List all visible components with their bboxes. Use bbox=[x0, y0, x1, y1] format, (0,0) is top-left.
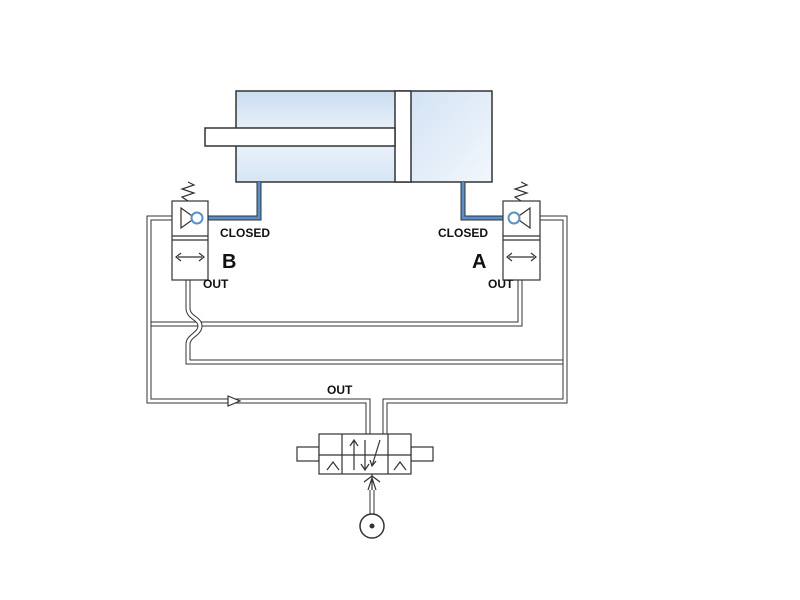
valve-b-label: B bbox=[222, 251, 236, 273]
closed-label-b: CLOSED bbox=[220, 226, 270, 240]
spring-icon bbox=[180, 181, 196, 202]
valve-a-label: A bbox=[472, 251, 486, 273]
cylinder-port-lines bbox=[200, 182, 512, 221]
valve-b bbox=[171, 181, 209, 281]
supply-loop-left bbox=[146, 215, 371, 440]
supply-loop-right bbox=[382, 215, 568, 440]
out-label-main: OUT bbox=[327, 383, 353, 397]
piston-rod bbox=[204, 127, 396, 147]
closed-label-a: CLOSED bbox=[438, 226, 488, 240]
valve-a bbox=[502, 181, 541, 281]
check-ball-icon bbox=[190, 211, 204, 225]
out-label-b: OUT bbox=[203, 277, 229, 291]
out-label-a: OUT bbox=[488, 277, 514, 291]
pilot-line-a bbox=[149, 278, 523, 327]
check-ball-icon bbox=[507, 211, 521, 225]
cylinder bbox=[204, 90, 493, 183]
directional-control-valve bbox=[296, 433, 434, 539]
piston bbox=[394, 90, 412, 183]
flow-arrow bbox=[227, 395, 242, 407]
pilot-line-b bbox=[185, 278, 565, 365]
cylinder-barrel-right bbox=[411, 91, 492, 182]
spring-icon bbox=[513, 181, 529, 202]
